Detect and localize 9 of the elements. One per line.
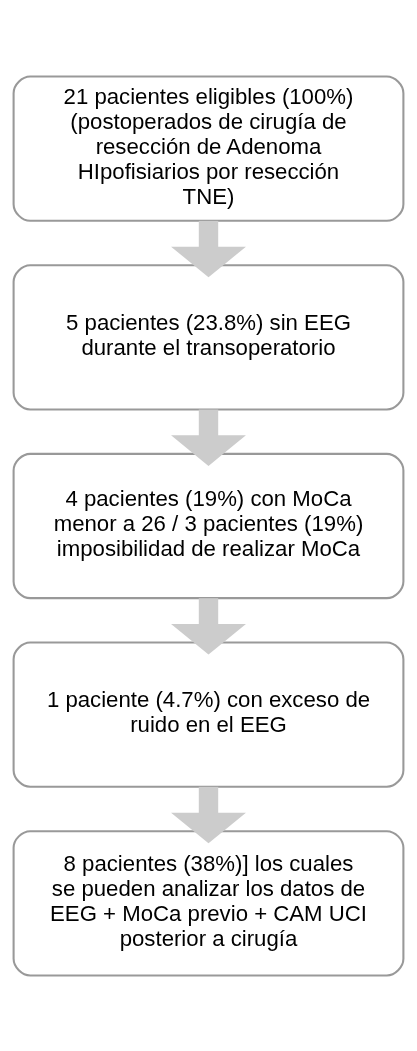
- arrow: [171, 220, 246, 277]
- node-box: 5 pacientes (23.8%) sin EEG durante el transoperatorio: [12, 263, 405, 411]
- arrow: [171, 597, 246, 655]
- node-box: 1 paciente (4.7%) con exceso de ruido en el EEG: [12, 641, 405, 788]
- arrow: [171, 409, 246, 466]
- node-box: 8 pacientes (38%)] los cuales se pueden analizar los datos de EEG + MoCa previo + CAM UCI posterior a cirugía: [12, 829, 405, 976]
- node-box: 4 pacientes (19%) con MoCa menor a 26 / 3 pacientes (19%) imposibilidad de realizar MoCa: [12, 452, 405, 599]
- node-box: 21 pacientes eligibles (100%) (postoperados de cirugía de resección de Adenoma HIpofisiarios por resección TNE): [12, 75, 405, 222]
- arrow: [171, 786, 246, 843]
